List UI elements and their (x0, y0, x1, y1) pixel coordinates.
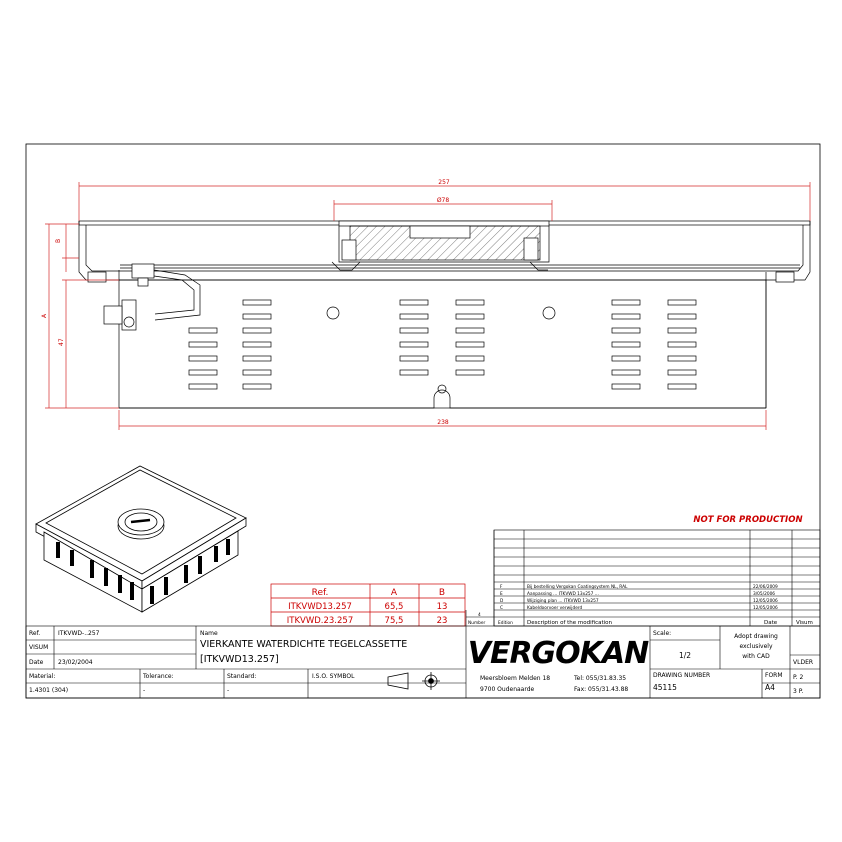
material-value: 1.4301 (304) (29, 687, 68, 694)
dim-a: A (41, 313, 48, 318)
fax: Fax: 055/31.43.88 (574, 686, 628, 693)
material-label: Material: (29, 673, 55, 680)
rev-date-e: 3/05/2006 (753, 591, 775, 597)
dim-b: B (55, 239, 62, 243)
rev-col-edition: Edition (498, 620, 513, 626)
ref-table: Ref. A B ITKVWD13.257 65,5 13 ITKVWD.23.… (270, 583, 466, 627)
rev-col-date: Date (764, 620, 778, 626)
ref-row1-a: 65,5 (385, 602, 404, 612)
rev-ed-e: E (500, 591, 503, 597)
ref-header-a: A (391, 588, 398, 598)
ref-value: ITKVWD-..257 (58, 630, 100, 637)
rev-date-d: 12/05/2006 (753, 598, 778, 604)
rev-col-number: Number (468, 620, 485, 626)
ref-row2-a: 75,5 (385, 616, 404, 626)
scale-value: 1/2 (679, 651, 691, 660)
ref-header-ref: Ref. (312, 588, 329, 598)
dim-diameter: Ø78 (437, 197, 450, 204)
revision-table: F Bij bestelling Vergokan Coatingsystem … (465, 529, 821, 627)
ref-row2-b: 23 (437, 616, 448, 626)
ref-header-b: B (439, 588, 445, 598)
visum-label: VISUM (29, 644, 48, 651)
rev-ed-f: F (500, 584, 503, 590)
not-for-production-stamp: NOT FOR PRODUCTION (693, 515, 802, 525)
date-value: 23/02/2004 (58, 659, 93, 666)
tolerance-label: Tolerance: (142, 673, 174, 680)
iso-symbol-label: I.S.O. SYMBOL (312, 673, 355, 680)
rev-desc-e: Aanpassing ... ITKVWD 13x257 ... (527, 591, 599, 597)
name-line1: VIERKANTE WATERDICHTE TEGELCASSETTE (200, 639, 407, 650)
rev-desc-c: Kabeldoorvoer verwijderd (527, 605, 583, 611)
dim-47: 47 (58, 338, 65, 346)
adopt-note-3: with CAD (742, 653, 770, 660)
page-label: P. 2 (793, 674, 803, 681)
ref-row1-ref: ITKVWD13.257 (288, 602, 352, 612)
vlder-label: VLDER (793, 659, 813, 666)
isometric-view (35, 465, 247, 613)
tel: Tel: 055/31.83.35 (573, 675, 626, 682)
rev-col-desc: Description of the modification (527, 620, 613, 626)
address-line1: Meersbloem Melden 18 (480, 675, 550, 682)
rev-date-f: 22/06/2009 (753, 584, 778, 590)
rev-desc-f: Bij bestelling Vergokan Coatingsystem NL… (527, 584, 628, 590)
address-line2: 9700 Oudenaarde (480, 686, 535, 693)
rev-ed-d: D (500, 598, 504, 604)
vent-slots (188, 299, 697, 390)
rev-date-c: 12/05/2006 (753, 605, 778, 611)
projection-symbol-icon (387, 672, 440, 690)
rev-col-visum: Visum (796, 620, 813, 626)
ref-label: Ref. (29, 630, 40, 637)
tolerance-value: - (143, 687, 145, 694)
form-label: FORM (765, 672, 783, 679)
dim-bottom-width: 238 (437, 419, 449, 426)
adopt-note-2: exclusively (739, 643, 773, 650)
dimension-labels: 257 Ø78 B A 47 238 (41, 179, 450, 426)
pages-label: 3 P. (793, 688, 803, 695)
name-label: Name (200, 630, 218, 637)
adopt-note-1: Adopt drawing (734, 633, 778, 640)
name-line2: [ITKVWD13.257] (200, 654, 279, 665)
rev-desc-d: Wijziging plan ... ITKVWD 13x257 (527, 598, 599, 604)
drawing-number-label: DRAWING NUMBER (653, 672, 710, 679)
dimension-lines (45, 182, 811, 430)
vergokan-logo: VERGOKAN (468, 636, 649, 671)
ref-row2-ref: ITKVWD.23.257 (287, 616, 353, 626)
rev-ed-c: C (500, 605, 503, 611)
date-label: Date (29, 659, 44, 666)
standard-label: Standard: (227, 673, 256, 680)
rev-footer-num: 4 (478, 612, 481, 618)
standard-value: - (227, 687, 229, 694)
dim-top-width: 257 (438, 179, 450, 186)
ref-row1-b: 13 (437, 602, 448, 612)
title-block: Ref. ITKVWD-..257 VISUM Date 23/02/2004 … (25, 625, 821, 699)
form-value: A4 (765, 683, 775, 692)
drawing-number: 45115 (653, 683, 677, 692)
section-view (78, 220, 811, 409)
scale-label: Scale: (653, 630, 671, 637)
